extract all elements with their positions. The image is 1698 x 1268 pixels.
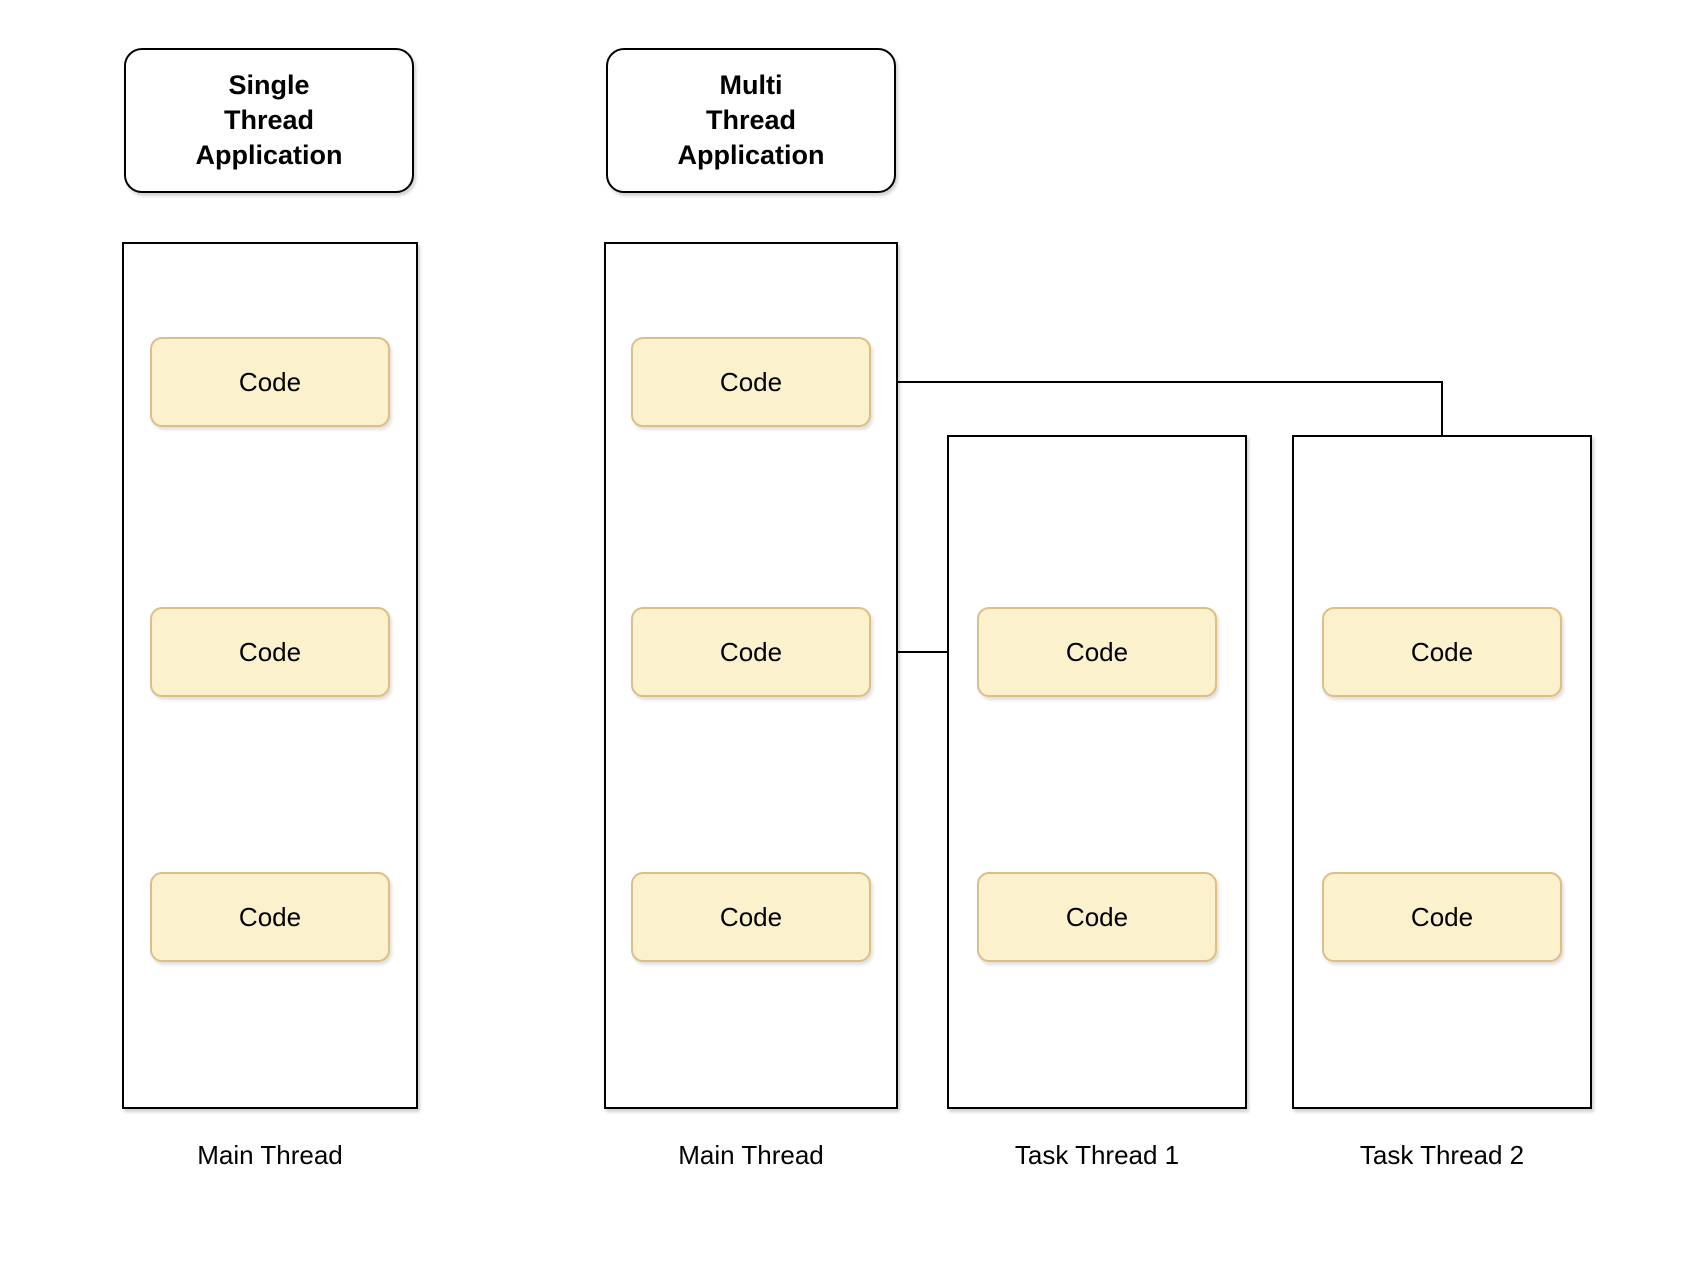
code-box: Code bbox=[1322, 872, 1562, 962]
single-thread-title-box: Single Thread Application bbox=[124, 48, 414, 193]
code-box: Code bbox=[150, 337, 390, 427]
code-box: Code bbox=[977, 872, 1217, 962]
code-box: Code bbox=[150, 607, 390, 697]
single-main-thread-label: Main Thread bbox=[197, 1140, 343, 1170]
task-thread-1-container bbox=[947, 435, 1247, 1109]
code-box: Code bbox=[631, 607, 871, 697]
code-box: Code bbox=[631, 337, 871, 427]
code-box: Code bbox=[1322, 607, 1562, 697]
code-box: Code bbox=[977, 607, 1217, 697]
code-box: Code bbox=[150, 872, 390, 962]
task-thread-2-label: Task Thread 2 bbox=[1359, 1140, 1525, 1170]
task-thread-1-label: Task Thread 1 bbox=[1014, 1140, 1180, 1170]
multi-main-thread-label: Main Thread bbox=[678, 1140, 824, 1170]
multi-thread-title-box: Multi Thread Application bbox=[606, 48, 896, 193]
task-thread-2-container bbox=[1292, 435, 1592, 1109]
code-box: Code bbox=[631, 872, 871, 962]
